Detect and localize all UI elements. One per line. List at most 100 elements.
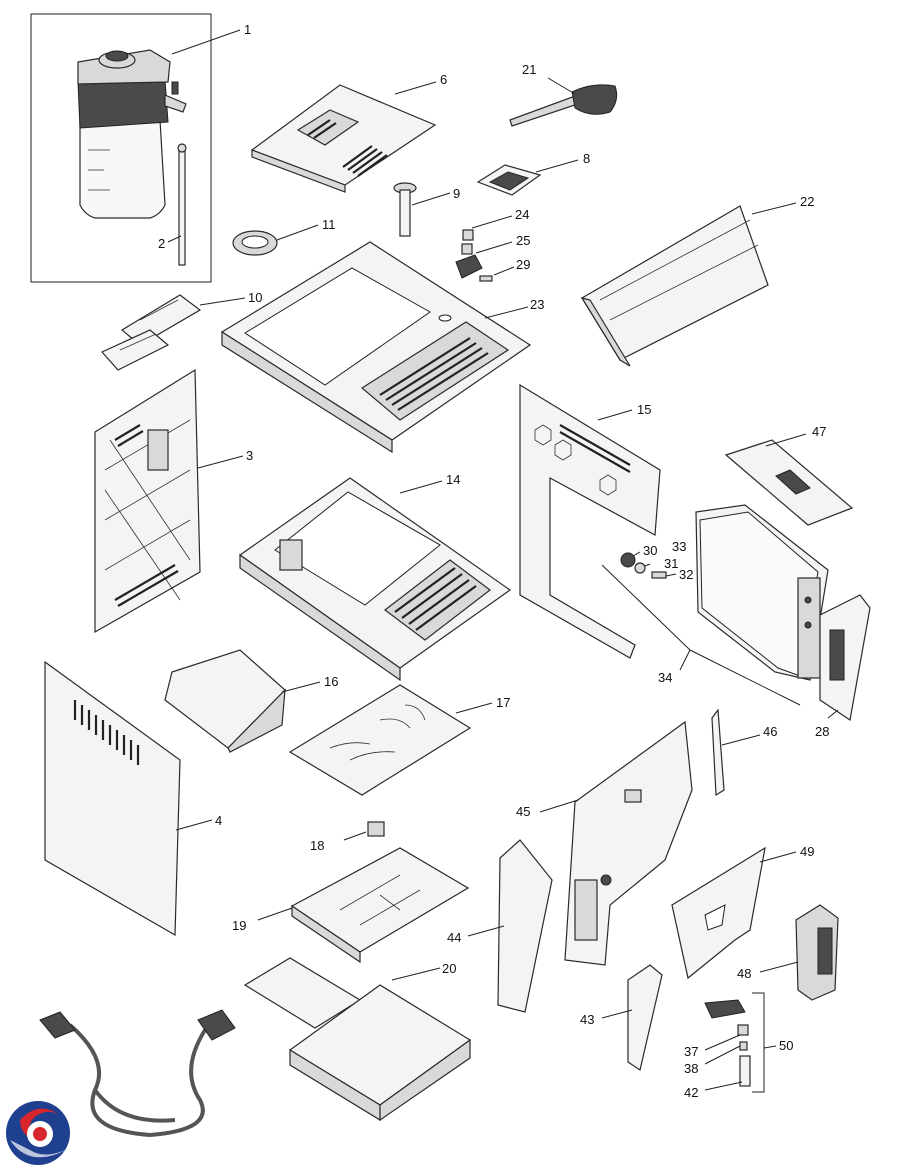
callout-15: 15 xyxy=(637,402,651,417)
callout-21: 21 xyxy=(522,62,536,77)
callout-48: 48 xyxy=(737,966,751,981)
callout-11: 11 xyxy=(322,217,336,232)
leader-29 xyxy=(493,266,515,276)
leader-44 xyxy=(467,925,505,937)
leader-37 xyxy=(704,1034,741,1051)
leader-23 xyxy=(484,306,529,319)
leader-6 xyxy=(394,81,437,95)
leader-42 xyxy=(704,1081,743,1091)
leader-48 xyxy=(759,961,799,973)
leader-14 xyxy=(399,480,443,494)
part-17-drip-grid xyxy=(288,684,472,796)
leader-28 xyxy=(827,709,839,719)
part-18-small-cap xyxy=(367,821,385,837)
part-4-side-panel xyxy=(44,660,181,937)
part-21-measuring-scoop xyxy=(509,84,618,127)
callout-50: 50 xyxy=(779,1038,793,1053)
part-14-base-housing xyxy=(238,477,512,682)
callout-31: 31 xyxy=(664,556,678,571)
leader-34 xyxy=(601,564,801,706)
callout-1: 1 xyxy=(244,22,251,37)
callout-8: 8 xyxy=(583,151,590,166)
part-20-drip-tray xyxy=(243,957,472,1122)
part-44-front-trim xyxy=(497,839,553,1013)
leader-3 xyxy=(197,455,244,469)
callout-47: 47 xyxy=(812,424,826,439)
part-24-nut xyxy=(462,229,474,241)
leader-9 xyxy=(411,192,451,206)
leader-49 xyxy=(759,851,797,863)
callout-43: 43 xyxy=(580,1012,594,1027)
callout-16: 16 xyxy=(324,674,338,689)
callout-4: 4 xyxy=(215,813,222,828)
callout-2: 2 xyxy=(158,236,165,251)
leader-21 xyxy=(547,77,576,95)
callout-14: 14 xyxy=(446,472,460,487)
part-3-left-inner-panel xyxy=(94,368,201,634)
leader-17 xyxy=(455,702,493,714)
callout-28: 28 xyxy=(815,724,829,739)
callout-25: 25 xyxy=(516,233,530,248)
callout-18: 18 xyxy=(310,838,324,853)
leader-15 xyxy=(597,409,633,421)
part-45-front-frame xyxy=(564,720,693,966)
callout-19: 19 xyxy=(232,918,246,933)
callout-6: 6 xyxy=(440,72,447,87)
callout-10: 10 xyxy=(248,290,262,305)
part-10-grate xyxy=(101,294,202,371)
leader-22 xyxy=(751,202,797,215)
callout-42: 42 xyxy=(684,1085,698,1100)
part-25-valve xyxy=(455,243,483,279)
leader-19 xyxy=(257,907,293,921)
callout-38: 38 xyxy=(684,1061,698,1076)
callout-17: 17 xyxy=(496,695,510,710)
leader-10 xyxy=(199,297,246,306)
part-1-milk-container xyxy=(30,13,212,283)
part-34-water-tank xyxy=(695,504,829,681)
part-9-pin xyxy=(393,182,417,237)
part-8-small-cover xyxy=(476,164,542,196)
leader-31 xyxy=(644,563,651,567)
callout-3: 3 xyxy=(246,448,253,463)
leader-46 xyxy=(721,734,761,746)
part-30-33-fittings xyxy=(620,552,667,579)
part-22-rail xyxy=(580,205,769,367)
callout-49: 49 xyxy=(800,844,814,859)
callout-32: 32 xyxy=(679,567,693,582)
leader-38 xyxy=(704,1045,741,1065)
leader-4 xyxy=(175,819,213,831)
part-6-top-cover xyxy=(250,84,437,193)
callout-9: 9 xyxy=(453,186,460,201)
part-50-valve-group xyxy=(704,992,765,1093)
callout-33: 33 xyxy=(672,539,686,554)
leader-8 xyxy=(535,159,579,173)
leader-1 xyxy=(171,29,241,55)
callout-29: 29 xyxy=(516,257,530,272)
brand-logo-icon xyxy=(6,1101,70,1165)
callout-34: 34 xyxy=(658,670,672,685)
part-47-tray-lid xyxy=(724,439,854,526)
callout-46: 46 xyxy=(763,724,777,739)
callout-30: 30 xyxy=(643,543,657,558)
part-48-module xyxy=(795,904,839,1001)
part-46-bracket xyxy=(711,708,725,797)
leader-45 xyxy=(539,799,579,813)
callout-23: 23 xyxy=(530,297,544,312)
leader-50 xyxy=(763,1045,777,1049)
leader-25 xyxy=(475,241,513,254)
part-19-inner-tray xyxy=(290,847,470,964)
callout-24: 24 xyxy=(515,207,529,222)
leader-11 xyxy=(276,224,319,241)
part-29-clip xyxy=(479,275,493,282)
part-49-plate xyxy=(671,846,766,980)
callout-22: 22 xyxy=(800,194,814,209)
leader-43 xyxy=(601,1009,633,1019)
part-15-right-inner-panel xyxy=(519,383,661,659)
leader-47 xyxy=(765,433,807,447)
leader-32 xyxy=(665,573,677,577)
callout-44: 44 xyxy=(447,930,461,945)
leader-2 xyxy=(167,235,182,243)
leader-18 xyxy=(343,831,367,841)
part-11-ring xyxy=(232,230,278,256)
